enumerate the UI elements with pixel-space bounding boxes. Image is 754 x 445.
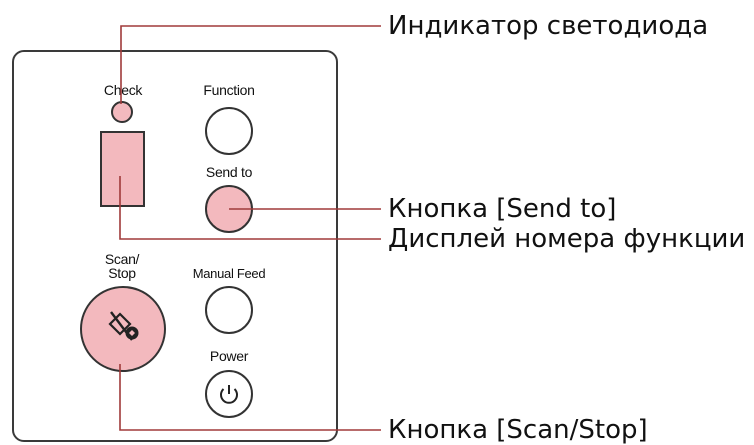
callout-led-indicator: Индикатор светодиода (388, 11, 709, 41)
function-button[interactable] (205, 107, 253, 155)
function-number-display (100, 131, 145, 207)
scan-stop-label-line2: Stop (108, 265, 136, 281)
send-to-label: Send to (205, 164, 253, 180)
power-label: Power (209, 348, 249, 364)
manual-feed-button[interactable] (205, 286, 253, 334)
scan-stop-icon (108, 311, 139, 341)
check-label: Check (103, 82, 143, 98)
power-icon (220, 385, 238, 404)
callout-scan-stop-button: Кнопка [Scan/Stop] (388, 415, 648, 445)
callout-send-to-button: Кнопка [Send to] (388, 194, 617, 224)
operator-panel (12, 50, 338, 442)
check-led-indicator (111, 101, 133, 123)
power-button[interactable] (205, 370, 253, 418)
manual-feed-label: Manual Feed (192, 266, 266, 281)
scan-stop-label-line1: Scan/ (104, 251, 140, 267)
function-label: Function (203, 82, 255, 98)
callout-function-number-display: Дисплей номера функции (388, 224, 746, 254)
scan-stop-button[interactable] (80, 286, 166, 372)
